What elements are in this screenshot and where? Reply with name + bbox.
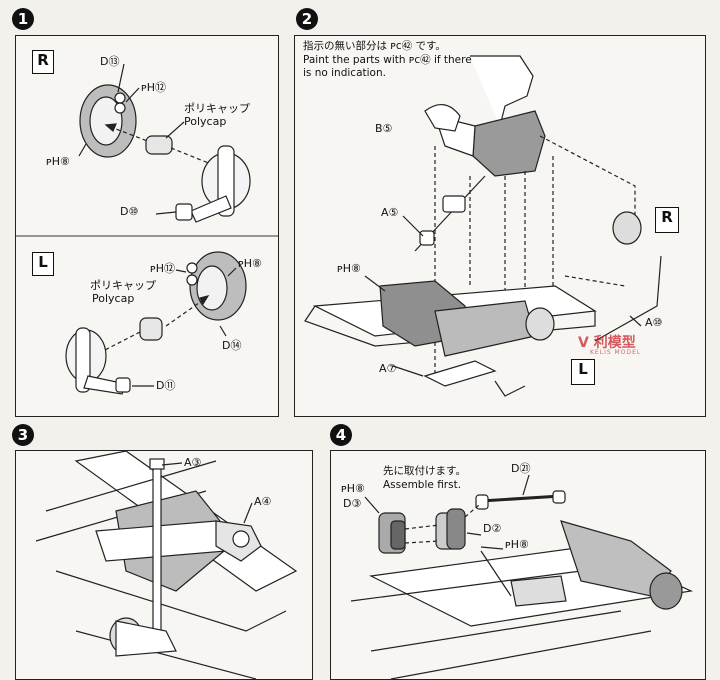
polycap-label-en-r: Polycap	[184, 115, 227, 128]
assemble-first-jp: 先に取付けます。	[383, 465, 466, 477]
label-d14: D⑭	[222, 339, 242, 352]
polycap-label-en-l: Polycap	[92, 292, 135, 305]
label-ph8-step2: ᴘH⑧	[337, 262, 361, 275]
left-side-box-step2: L	[571, 359, 595, 385]
polycap-label-jp-l: ポリキャップ	[90, 279, 156, 292]
step-4-drawing	[350, 474, 694, 679]
step-3-drawing	[35, 451, 298, 679]
label-d11: D⑪	[156, 379, 176, 392]
label-ph8-step4-b: ᴘH⑧	[505, 538, 529, 551]
label-a10: A⑩	[645, 316, 663, 329]
right-side-box-step2: R	[655, 207, 679, 233]
label-a4: A④	[254, 495, 272, 508]
step-number-1: 1	[12, 8, 34, 30]
label-ph8-l: ᴘH⑧	[238, 257, 262, 270]
polycap-label-jp-r: ポリキャップ	[184, 102, 250, 115]
label-d13: D⑬	[100, 55, 120, 68]
label-ph12-l: ᴘH⑫	[150, 262, 176, 275]
label-a3: A③	[184, 456, 202, 469]
paint-note-en-2: is no indication.	[303, 67, 386, 79]
right-side-box: R	[32, 50, 54, 74]
watermark-subtitle: KELIS MODEL	[590, 349, 642, 356]
label-ph12-r: ᴘH⑫	[141, 81, 167, 94]
label-a7: A⑦	[379, 362, 397, 375]
label-d3: D③	[343, 497, 362, 510]
left-side-box: L	[32, 252, 54, 276]
step-3-panel: A③ A④	[15, 450, 313, 680]
step-number-3: 3	[12, 424, 34, 446]
paint-note-jp: 指示の無い部分は ᴘc㊷ です。	[303, 40, 446, 52]
label-b5: B⑤	[375, 122, 393, 135]
label-d21: D㉑	[511, 462, 531, 475]
watermark: V 利模型	[578, 335, 636, 351]
label-ph8-r: ᴘH⑧	[46, 155, 70, 168]
label-a5: A⑤	[381, 206, 399, 219]
step-1-drawing	[16, 63, 278, 395]
step-number-2: 2	[296, 8, 318, 30]
label-d2: D②	[483, 522, 502, 535]
assemble-first-en: Assemble first.	[383, 479, 462, 491]
step-4-panel: 先に取付けます。 Assemble first. D㉑ ᴘH⑧ D③ D② ᴘH…	[330, 450, 706, 680]
step-number-4: 4	[330, 424, 352, 446]
label-d10: D⑩	[120, 205, 139, 218]
paint-note-en-1: Paint the parts with ᴘc㊷ if there	[303, 54, 472, 66]
step-2-panel: 指示の無い部分は ᴘc㊷ です。 Paint the parts with ᴘc…	[294, 35, 706, 417]
step-1-panel: R D⑬ ᴘH⑫ ポリキャップ Polycap ᴘH⑧ D⑩ L ᴘH⑫ ᴘH⑧…	[15, 35, 279, 417]
step-2-drawing	[304, 55, 662, 397]
label-ph8-step4-a: ᴘH⑧	[341, 482, 365, 495]
